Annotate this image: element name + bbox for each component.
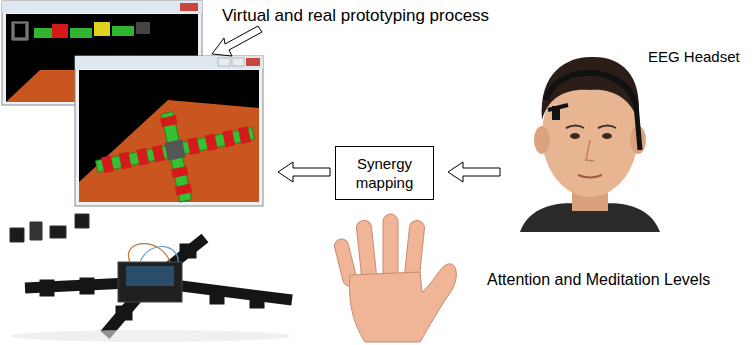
real-robot bbox=[180, 244, 196, 258]
caption-label: EEG Headset bbox=[648, 48, 740, 66]
real-robot bbox=[116, 306, 132, 320]
eeg-head-photo bbox=[534, 126, 550, 154]
simulator-window-back bbox=[12, 22, 28, 40]
simulator-window-back bbox=[180, 3, 198, 11]
real-robot bbox=[10, 214, 89, 242]
eeg-head-photo bbox=[586, 140, 594, 161]
hand-model bbox=[383, 214, 398, 282]
simulator-window-front bbox=[232, 58, 244, 66]
eeg-head-photo bbox=[566, 126, 616, 129]
hand-model bbox=[350, 264, 457, 342]
simulator-window-back bbox=[112, 26, 134, 36]
real-robot bbox=[10, 330, 290, 342]
simulator-window-front bbox=[101, 155, 114, 173]
eeg-head-photo bbox=[552, 106, 560, 120]
simulator-window-front bbox=[119, 152, 132, 170]
caption-label: Attention and Meditation Levels bbox=[487, 270, 710, 289]
hand-model bbox=[356, 220, 377, 283]
simulator-window-front bbox=[218, 58, 230, 66]
hollow-arrow bbox=[212, 26, 262, 56]
eeg-head-photo bbox=[520, 57, 660, 232]
box-label: Synergy mapping bbox=[346, 154, 423, 192]
simulator-window-front bbox=[222, 130, 235, 148]
real-robot bbox=[10, 228, 24, 242]
simulator-window-front bbox=[152, 145, 165, 163]
hollow-arrow bbox=[278, 162, 330, 182]
simulator-window-back bbox=[70, 28, 92, 38]
simulator-window-front bbox=[136, 148, 149, 166]
eeg-head-photo bbox=[636, 104, 640, 150]
real-robot bbox=[10, 214, 292, 342]
simulator-window-front bbox=[175, 184, 193, 196]
simulator-window-front bbox=[75, 56, 263, 69]
simulator-window-front bbox=[171, 166, 189, 178]
simulator-window-back bbox=[52, 24, 68, 38]
simulator-window-front bbox=[89, 96, 264, 217]
simulator-window-front bbox=[75, 56, 264, 217]
real-robot bbox=[80, 278, 94, 294]
eeg-head-photo bbox=[542, 57, 639, 120]
real-robot bbox=[30, 222, 42, 240]
simulator-window-front bbox=[75, 56, 263, 206]
hand-model bbox=[333, 214, 456, 342]
simulator-window-front bbox=[238, 126, 251, 144]
real-robot bbox=[118, 262, 182, 302]
simulator-window-front bbox=[79, 70, 259, 202]
real-robot bbox=[75, 214, 89, 228]
real-robot bbox=[210, 288, 224, 304]
simulator-window-front bbox=[246, 58, 260, 66]
eeg-head-photo bbox=[546, 73, 636, 104]
eeg-head-photo bbox=[602, 133, 612, 139]
simulator-window-front bbox=[160, 115, 178, 127]
eeg-head-photo bbox=[570, 133, 580, 139]
real-robot bbox=[50, 226, 66, 238]
simulator-window-back bbox=[94, 22, 110, 36]
simulator-window-back bbox=[136, 22, 150, 34]
simulator-window-front bbox=[79, 100, 259, 202]
simulator-window-back bbox=[2, 1, 202, 13]
simulator-window-back bbox=[34, 28, 52, 38]
caption-label: Virtual and real prototyping process bbox=[222, 6, 489, 26]
process-box: Synergy mapping bbox=[335, 146, 434, 200]
eeg-head-photo bbox=[578, 175, 602, 178]
simulator-window-front bbox=[164, 139, 185, 160]
real-robot bbox=[140, 247, 178, 262]
real-robot bbox=[40, 280, 54, 296]
hollow-arrow bbox=[448, 162, 500, 182]
simulator-window-front bbox=[205, 133, 218, 151]
real-robot bbox=[250, 292, 264, 308]
real-robot bbox=[126, 266, 174, 286]
simulator-window-front bbox=[187, 137, 200, 155]
